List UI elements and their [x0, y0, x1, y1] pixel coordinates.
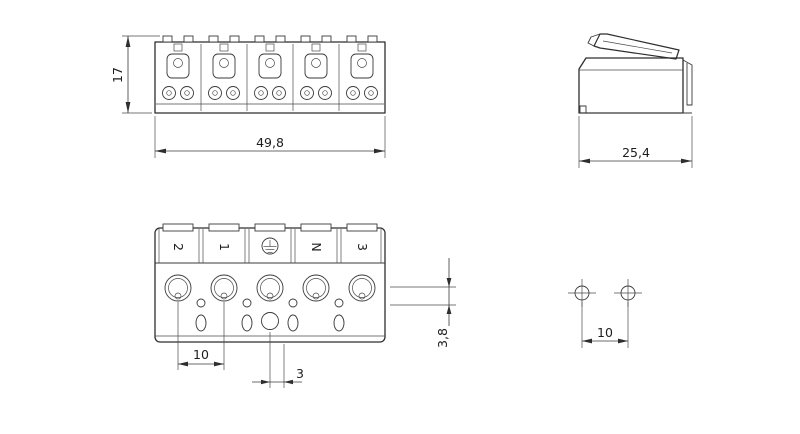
earth-ground-icon [261, 237, 279, 255]
front-width-dimension: 49,8 [154, 116, 386, 158]
front-pole [346, 35, 378, 100]
dim-height-text: 17 [110, 67, 125, 83]
front-height-dimension: 17 [110, 35, 160, 114]
front-pole [208, 35, 240, 100]
pitch-dimension: 10 [177, 302, 225, 370]
dim-depth-text: 25,4 [622, 145, 650, 160]
dim-hole-spacing-text: 10 [597, 325, 613, 340]
top-view: 2 1 N 3 [154, 223, 456, 388]
mounting-holes-view: 10 [568, 279, 642, 348]
front-pole [254, 35, 286, 100]
terminal-label-3: 3 [355, 243, 370, 251]
center-fixing-hole [261, 312, 279, 330]
terminal-label-1: 1 [217, 243, 232, 251]
dim-port-offset-text: 3,8 [435, 328, 450, 348]
wire-entry-openings [164, 274, 376, 302]
dim-pitch-text: 10 [193, 347, 209, 362]
dim-width-text: 49,8 [256, 135, 284, 150]
front-view: 17 49,8 [110, 35, 386, 158]
port-offset-dimension: 3,8 [390, 258, 456, 348]
side-depth-dimension: 25,4 [578, 116, 693, 168]
hole-spacing-dimension: 10 [581, 302, 629, 348]
mounting-hole [614, 279, 642, 307]
terminal-label-N: N [309, 242, 324, 251]
side-view: 25,4 [578, 33, 693, 168]
test-ports [196, 298, 344, 308]
terminal-label-2: 2 [171, 243, 186, 251]
front-pole [300, 35, 332, 100]
bottom-slots [195, 312, 345, 332]
front-pole [162, 35, 194, 100]
dim-offset-text: 3 [296, 366, 304, 381]
center-offset-dimension: 3 [252, 332, 304, 388]
